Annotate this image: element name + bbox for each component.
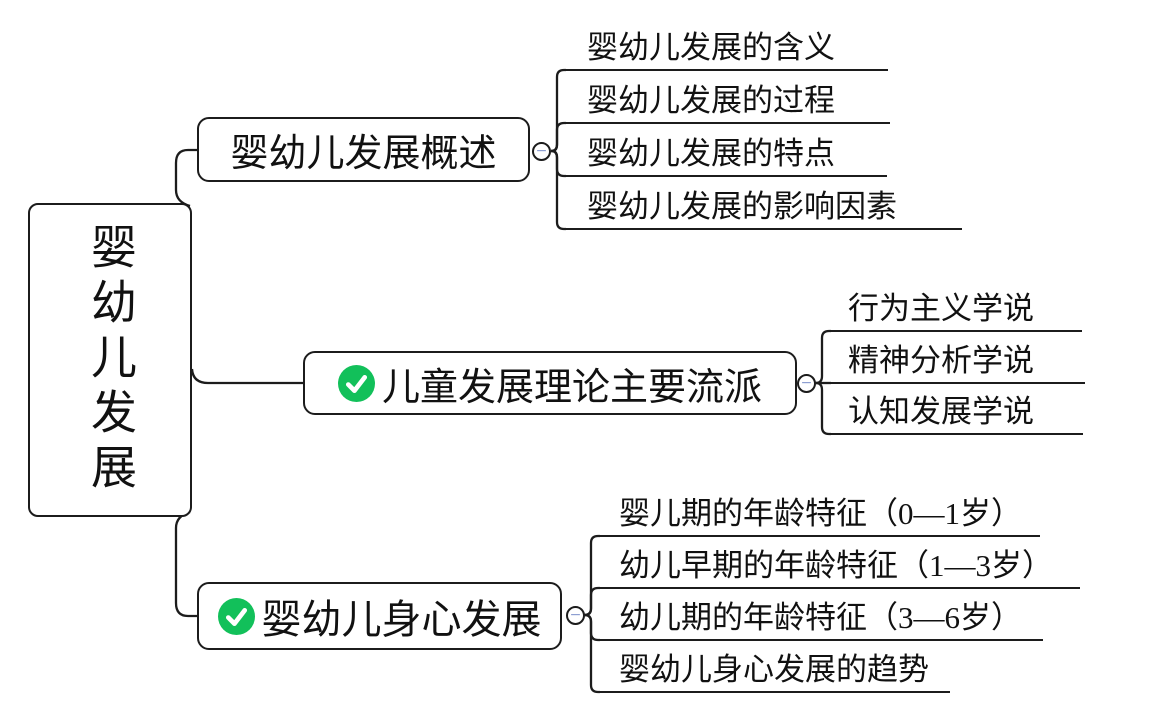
- branch-topic-development[interactable]: 婴幼儿身心发展: [197, 582, 562, 650]
- subtopic[interactable]: 婴幼儿发展的特点: [565, 135, 887, 177]
- subtopic[interactable]: 婴幼儿发展的影响因素: [565, 188, 962, 230]
- subtopic[interactable]: 婴儿期的年龄特征（0—1岁）: [599, 495, 1040, 537]
- collapse-button[interactable]: −: [797, 374, 816, 393]
- subtopic[interactable]: 行为主义学说: [830, 290, 1082, 332]
- root-topic[interactable]: 婴幼儿发展: [28, 203, 192, 517]
- branch-topic-label: 婴幼儿发展概述: [230, 133, 497, 175]
- subtopic[interactable]: 认知发展学说: [830, 393, 1083, 435]
- branch-topic-label: 婴幼儿身心发展: [261, 597, 542, 642]
- root-topic-label: 婴幼儿发展: [85, 222, 136, 498]
- minus-icon: −: [800, 374, 813, 391]
- check-icon[interactable]: [217, 597, 255, 635]
- collapse-button[interactable]: −: [532, 142, 551, 161]
- subtopic[interactable]: 婴幼儿身心发展的趋势: [599, 651, 950, 693]
- subtopic[interactable]: 婴幼儿发展的含义: [565, 29, 888, 71]
- subtopic[interactable]: 婴幼儿发展的过程: [565, 82, 890, 124]
- subtopic[interactable]: 精神分析学说: [830, 342, 1085, 384]
- check-icon[interactable]: [337, 364, 375, 402]
- branch-topic-overview[interactable]: 婴幼儿发展概述: [197, 117, 530, 182]
- subtopic[interactable]: 幼儿期的年龄特征（3—6岁）: [599, 599, 1043, 641]
- branch-topic-label: 儿童发展理论主要流派: [381, 366, 762, 409]
- collapse-button[interactable]: −: [566, 606, 585, 625]
- minus-icon: −: [569, 606, 582, 623]
- branch-topic-theories[interactable]: 儿童发展理论主要流派: [303, 351, 797, 415]
- minus-icon: −: [535, 142, 548, 159]
- subtopic[interactable]: 幼儿早期的年龄特征（1—3岁）: [599, 547, 1080, 589]
